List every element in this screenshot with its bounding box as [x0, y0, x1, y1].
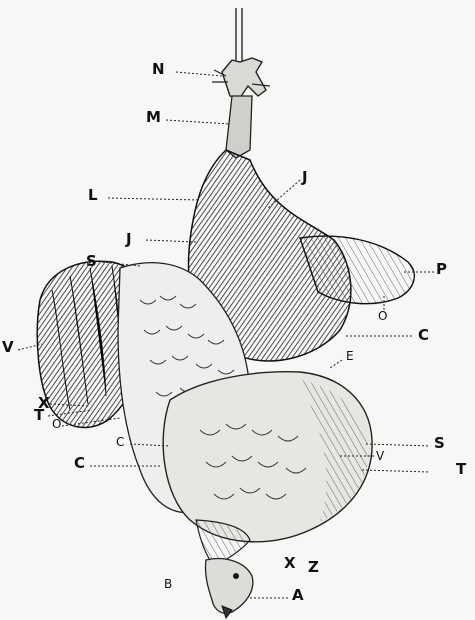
label-t-right: T	[456, 462, 466, 477]
leg-shape	[226, 96, 252, 158]
label-p: P	[436, 262, 447, 277]
label-l: L	[88, 188, 98, 203]
label-e: E	[346, 350, 354, 362]
label-c-lower: C	[74, 456, 85, 471]
feet-shape	[212, 58, 270, 98]
head-shape	[205, 559, 252, 614]
label-c-mid: C	[116, 436, 124, 448]
label-z: Z	[308, 560, 319, 575]
label-n: N	[152, 62, 165, 77]
label-v-left: V	[2, 340, 14, 355]
label-c-right: C	[418, 328, 429, 343]
label-s-left: S	[86, 254, 97, 269]
label-x-bottom: X	[284, 556, 296, 571]
label-j-left: J	[126, 232, 132, 247]
eye-shape	[233, 573, 239, 579]
label-t-left: T	[34, 408, 44, 423]
label-o-left: O	[52, 418, 61, 430]
label-a: A	[292, 588, 304, 603]
label-m: M	[146, 110, 161, 125]
label-o-right: O	[378, 310, 387, 322]
label-j-right: J	[302, 170, 308, 185]
label-v-right: V	[376, 450, 384, 462]
label-s-right: S	[434, 436, 445, 451]
label-b: B	[164, 578, 172, 590]
